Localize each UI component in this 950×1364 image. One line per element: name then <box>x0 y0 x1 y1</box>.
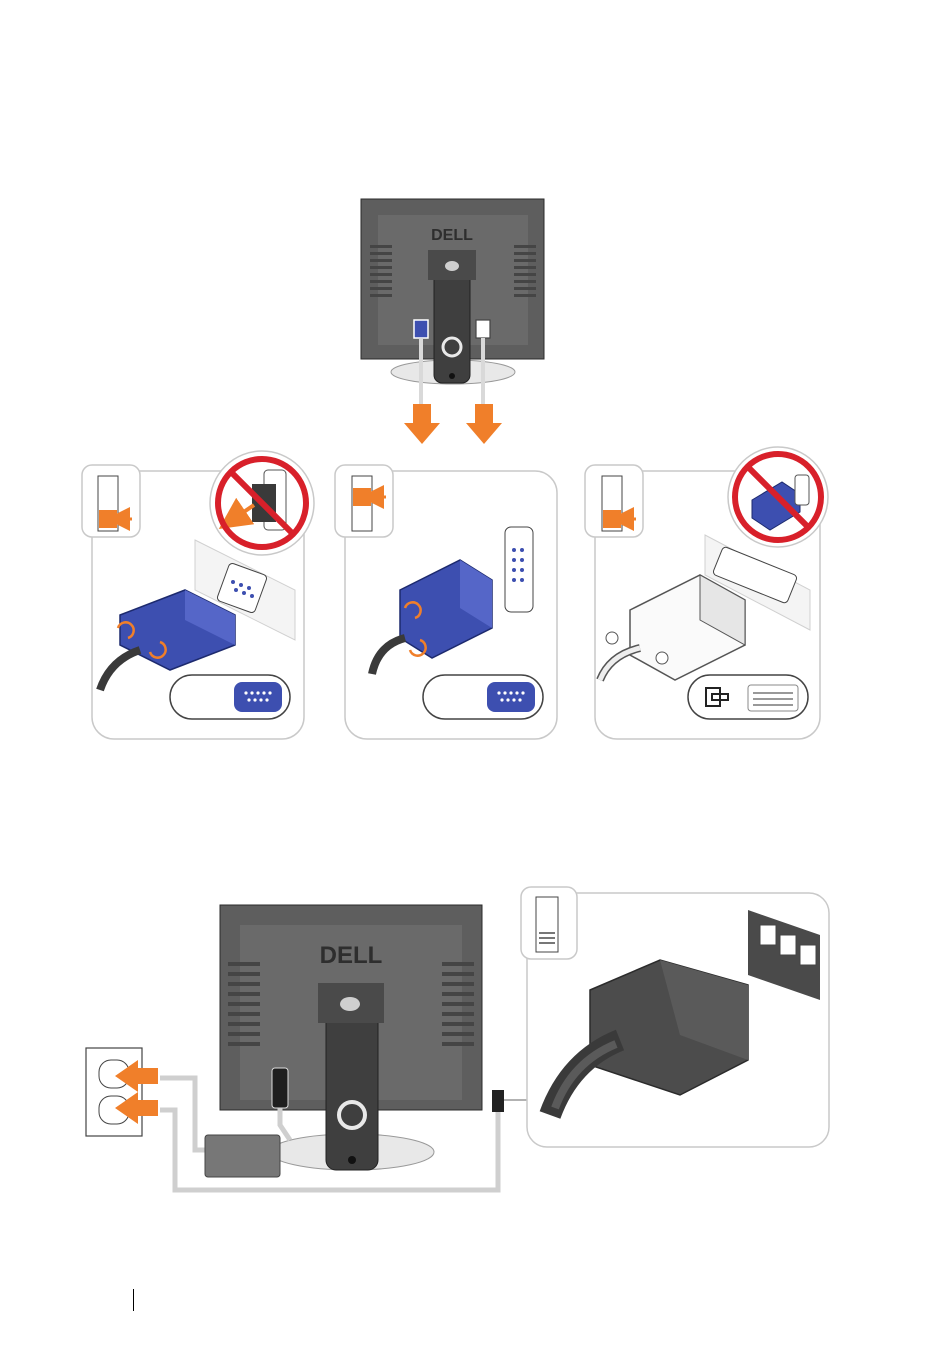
power-detail-panel <box>521 887 829 1147</box>
monitor-logo-top: DELL <box>431 227 473 244</box>
connector-card-vga-prohibited <box>82 451 314 739</box>
page-margin-rule <box>133 1289 134 1311</box>
tower-icon <box>82 465 140 537</box>
prohibited-icon <box>210 451 314 555</box>
connector-card-dvi <box>585 447 828 739</box>
prohibited-icon <box>728 447 828 547</box>
tower-icon <box>585 465 643 537</box>
power-adapter <box>205 1135 280 1177</box>
tower-icon <box>335 465 393 537</box>
down-arrow-icon <box>404 404 502 444</box>
monitor-logo-bottom: DELL <box>320 942 383 969</box>
wall-outlet <box>86 1048 142 1136</box>
connector-card-vga-correct <box>335 465 557 739</box>
